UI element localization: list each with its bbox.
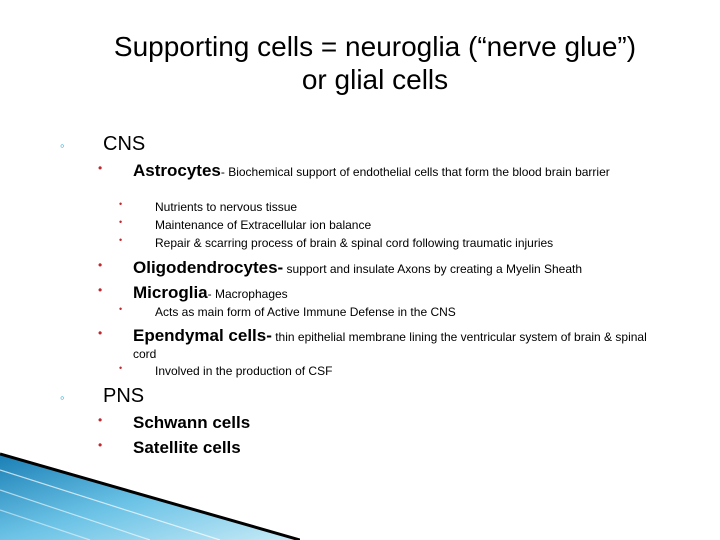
bullet-icon: •	[119, 363, 123, 373]
item-heading: Oligodendrocytes-	[133, 258, 284, 277]
bullet-icon: •	[98, 283, 103, 297]
item-heading: Schwann cells	[133, 413, 251, 432]
item-text: Schwann cells	[133, 413, 673, 433]
item-heading: Ependymal cells-	[133, 326, 272, 345]
item-heading: Satellite cells	[133, 438, 241, 457]
item-text: Microglia- Macrophages	[133, 283, 673, 303]
sub-item-text: Repair & scarring process of brain & spi…	[155, 236, 554, 250]
item-text: Astrocytes- Biochemical support of endot…	[133, 161, 673, 181]
section-bullet-icon: ◦	[60, 390, 65, 405]
section-bullet-icon: ◦	[60, 138, 65, 153]
slide-title: Supporting cells = neuroglia (“nerve glu…	[40, 30, 710, 96]
section-label: CNS	[103, 133, 146, 155]
bullet-icon: •	[98, 413, 103, 427]
bullet-icon: •	[98, 326, 103, 340]
item-text: Oligodendrocytes- support and insulate A…	[133, 258, 673, 278]
sub-item-text: Maintenance of Extracellular ion balance	[155, 218, 372, 232]
item-description: - Macrophages	[207, 287, 288, 301]
section-label: PNS	[103, 385, 145, 407]
bullet-icon: •	[98, 438, 103, 452]
bullet-icon: •	[119, 199, 123, 209]
bullet-icon: •	[119, 304, 123, 314]
sub-item-text: Nutrients to nervous tissue	[155, 200, 298, 214]
bullet-icon: •	[119, 217, 123, 227]
bullet-icon: •	[98, 258, 103, 272]
title-line-1: Supporting cells = neuroglia (“nerve glu…	[113, 31, 637, 62]
title-line-2: or glial cells	[301, 64, 449, 95]
item-text: Satellite cells	[133, 438, 673, 458]
item-description: - Biochemical support of endothelial cel…	[220, 165, 610, 179]
sub-item-text: Acts as main form of Active Immune Defen…	[155, 305, 456, 319]
bullet-icon: •	[119, 235, 123, 245]
sub-item-text: Involved in the production of CSF	[155, 364, 333, 378]
item-text: Ependymal cells- thin epithelial membran…	[133, 326, 673, 362]
item-description: support and insulate Axons by creating a…	[283, 262, 583, 276]
item-description: thin epithelial membrane lining the vent…	[133, 330, 647, 361]
bullet-icon: •	[98, 161, 103, 175]
corner-swoosh-decoration	[0, 452, 300, 540]
item-heading: Astrocytes	[133, 161, 221, 180]
item-heading: Microglia	[133, 283, 208, 302]
